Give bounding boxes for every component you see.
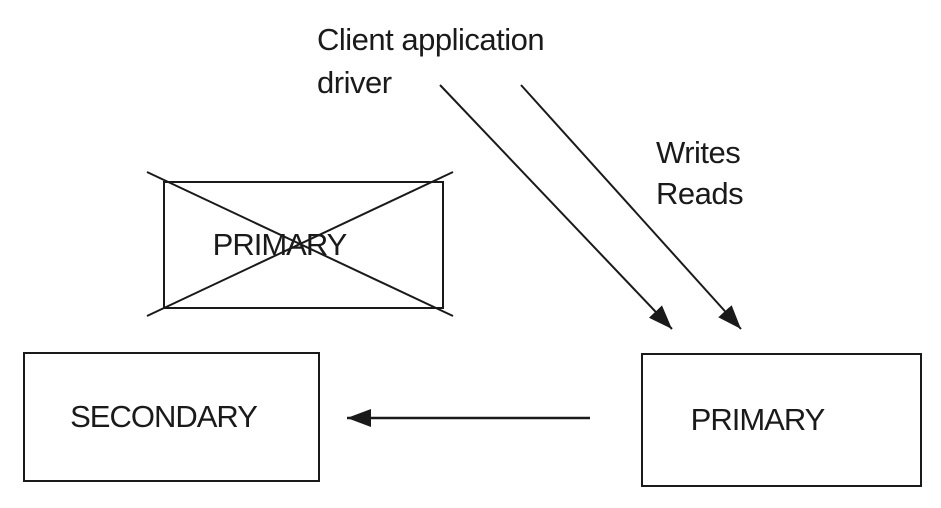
failed-primary-label: PRIMARY — [212, 227, 348, 262]
secondary-node: SECONDARY — [23, 352, 320, 482]
failed-primary-node: PRIMARY — [163, 181, 444, 309]
writes-reads-label: Writes Reads — [656, 132, 744, 214]
secondary-label: SECONDARY — [70, 399, 258, 434]
client-driver-label-line2: driver — [317, 65, 392, 100]
reads-label-line: Reads — [656, 176, 744, 211]
client-driver-label-line1: Client application — [317, 22, 545, 57]
new-primary-label: PRIMARY — [690, 402, 826, 437]
new-primary-node: PRIMARY — [641, 353, 922, 487]
writes-label-line: Writes — [656, 135, 741, 170]
client-driver-label: Client application driver — [317, 18, 545, 104]
writes-arrow — [439, 84, 673, 330]
